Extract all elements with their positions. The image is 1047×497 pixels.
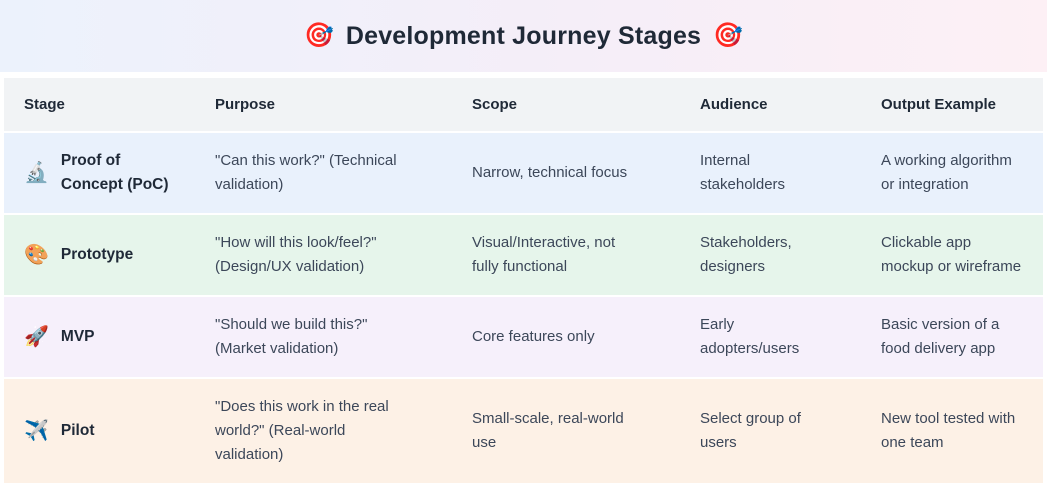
audience-cell: Select group of users [700, 410, 801, 451]
column-header-audience: Audience [700, 95, 768, 113]
title-banner: 🎯 Development Journey Stages 🎯 [0, 0, 1047, 72]
audience-cell: Stakeholders, designers [700, 234, 792, 275]
stage-name: MVP [60, 328, 95, 345]
output-cell: Basic version of a food delivery app [881, 316, 1000, 357]
output-cell: Clickable app mockup or wireframe [881, 234, 1022, 275]
stage-cell: ✈️ Pilot [4, 379, 199, 483]
table-header-row: Stage Purpose Scope Audience Output Exam… [4, 78, 1043, 131]
audience-cell: Internal stakeholders [700, 152, 786, 193]
scope-cell: Narrow, technical focus [472, 164, 628, 181]
microscope-icon: 🔬 [24, 162, 49, 184]
stage-cell: 🎨 Prototype [4, 215, 199, 295]
target-emoji-left: 🎯 [303, 22, 334, 49]
scope-cell: Visual/Interactive, not fully functional [472, 234, 616, 275]
output-cell: New tool tested with one team [881, 410, 1016, 451]
scope-cell: Core features only [472, 328, 595, 345]
purpose-cell: "How will this look/feel?" (Design/UX va… [215, 234, 377, 275]
purpose-cell: "Should we build this?" (Market validati… [215, 316, 368, 357]
output-cell: A working algorithm or integration [881, 152, 1012, 193]
audience-cell: Early adopters/users [700, 316, 800, 357]
target-emoji-right: 🎯 [713, 22, 744, 49]
table-row-mvp: 🚀 MVP "Should we build this?" (Market va… [4, 297, 1043, 377]
column-header-output: Output Example [881, 95, 997, 113]
stages-table: Stage Purpose Scope Audience Output Exam… [4, 78, 1043, 483]
airplane-icon: ✈️ [24, 420, 49, 442]
palette-icon: 🎨 [24, 244, 49, 266]
column-header-stage: Stage [24, 95, 65, 113]
column-header-purpose: Purpose [215, 95, 276, 113]
scope-cell: Small-scale, real-world use [472, 410, 624, 451]
table-row-pilot: ✈️ Pilot "Does this work in the real wor… [4, 379, 1043, 483]
stage-name: Prototype [60, 246, 134, 263]
stage-name: Pilot [60, 422, 95, 439]
stage-cell: 🔬 Proof of Concept (PoC) [4, 133, 199, 213]
rocket-icon: 🚀 [24, 326, 49, 348]
table-row-poc: 🔬 Proof of Concept (PoC) "Can this work?… [4, 133, 1043, 213]
stage-cell: 🚀 MVP [4, 297, 199, 377]
column-header-scope: Scope [472, 95, 518, 113]
purpose-cell: "Can this work?" (Technical validation) [215, 152, 397, 193]
page-title: Development Journey Stages [345, 21, 702, 50]
purpose-cell: "Does this work in the real world?" (Rea… [215, 398, 389, 463]
table-row-prototype: 🎨 Prototype "How will this look/feel?" (… [4, 215, 1043, 295]
stage-name: Proof of Concept (PoC) [60, 152, 169, 193]
